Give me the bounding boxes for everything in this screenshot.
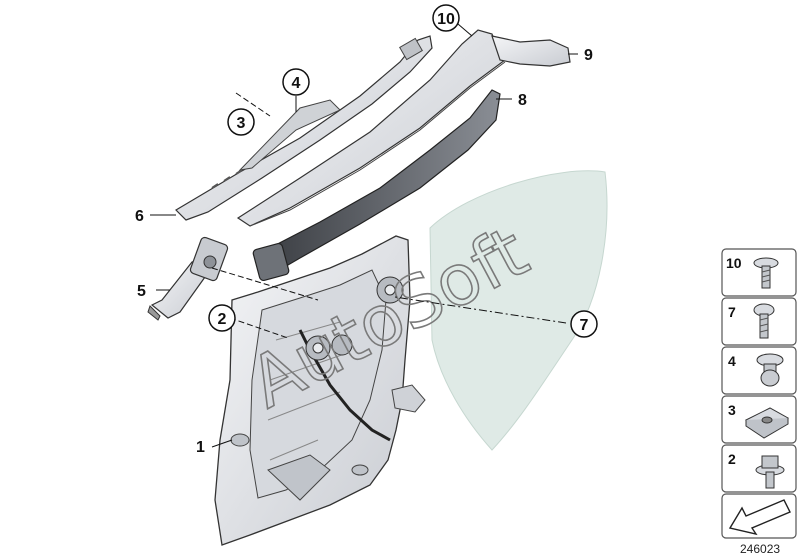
callout-1[interactable]: 1: [196, 439, 205, 456]
callout-10[interactable]: 10: [432, 4, 460, 32]
part-6-cover-strip: [175, 35, 433, 221]
window-glass: [429, 170, 608, 451]
diagram-code: 246023: [740, 542, 780, 556]
legend-label: 2: [728, 451, 736, 467]
legend-item-2[interactable]: 2: [721, 444, 797, 493]
callout-2[interactable]: 2: [208, 304, 236, 332]
callout-label: 4: [292, 75, 301, 92]
callout-label: 1: [196, 439, 205, 456]
legend-label: 7: [728, 304, 736, 320]
legend-label: 10: [726, 255, 742, 271]
part-8-window-seal: [252, 89, 501, 282]
legend-item-4[interactable]: 4: [721, 346, 797, 395]
screw-collar-icon: [756, 353, 784, 387]
callout-label: 6: [135, 208, 144, 225]
hardware-legend: 10 7 4 3: [721, 248, 797, 556]
callout-label: 7: [580, 317, 589, 334]
callout-7[interactable]: 7: [570, 310, 598, 338]
callout-circle: [432, 4, 460, 32]
legend-item-3[interactable]: 3: [721, 395, 797, 444]
callout-circle: [208, 304, 236, 332]
callout-6[interactable]: 6: [135, 208, 144, 225]
callout-label: 8: [518, 92, 527, 109]
callout-label: 5: [137, 283, 146, 300]
callout-circle: [282, 68, 310, 96]
direction-arrow-icon: [728, 499, 791, 536]
legend-label: 3: [728, 402, 736, 418]
clip-nut-icon: [745, 407, 790, 439]
callout-label: 3: [237, 115, 246, 132]
bolt-washer-icon: [755, 455, 785, 489]
callout-8[interactable]: 8: [518, 92, 527, 109]
legend-item-10[interactable]: 10: [721, 248, 797, 297]
part-5-window-motor: [147, 236, 229, 321]
legend-label: 4: [728, 353, 736, 369]
screw-flat-head-icon: [753, 257, 779, 289]
part-9-rail-extension: [491, 35, 571, 67]
callout-9[interactable]: 9: [584, 47, 593, 64]
callout-label: 2: [218, 311, 227, 328]
leader-lines: [150, 23, 578, 448]
callout-circle: [570, 310, 598, 338]
callout-circle: [227, 108, 255, 136]
legend-item-7[interactable]: 7: [721, 297, 797, 346]
part-1-regulator-carrier: [214, 235, 426, 546]
callout-4[interactable]: 4: [282, 68, 310, 96]
screw-torx-icon: [753, 303, 775, 339]
callout-3[interactable]: 3: [227, 108, 255, 136]
callout-label: 10: [437, 11, 455, 28]
direction-arrow-box: [721, 493, 797, 539]
callout-label: 9: [584, 47, 593, 64]
callout-5[interactable]: 5: [137, 283, 146, 300]
